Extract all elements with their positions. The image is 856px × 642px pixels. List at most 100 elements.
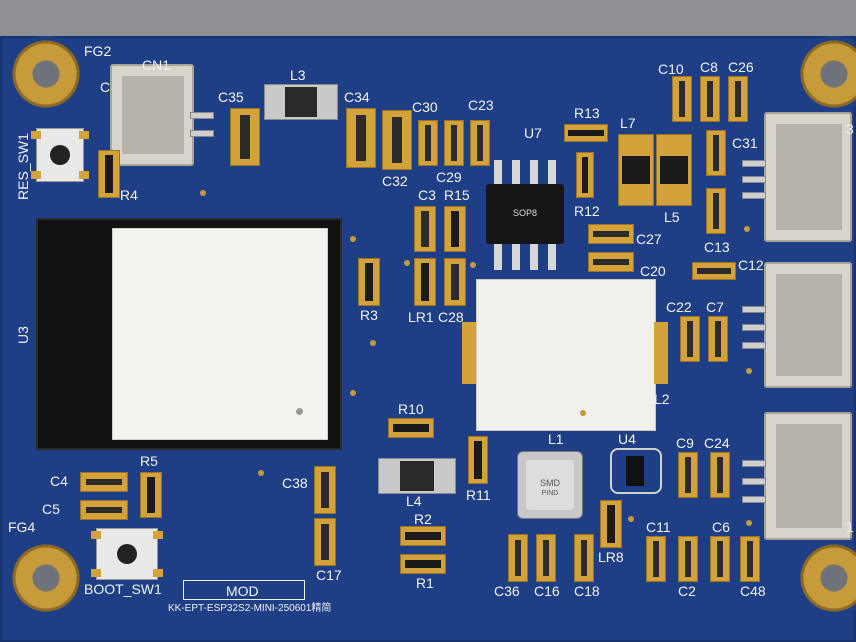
capacitor-c12: [692, 262, 736, 280]
mounting-hole-bottom-left: [8, 540, 84, 616]
capacitor-c4: [80, 472, 128, 492]
chip-lead: [512, 160, 520, 184]
label-fg4: FG4: [8, 519, 36, 535]
label-l5: L5: [664, 209, 680, 225]
via: [470, 262, 476, 268]
label-c6: C6: [712, 519, 730, 535]
label-c7: C7: [706, 299, 724, 315]
label-c3: C3: [418, 187, 436, 203]
label-r2: R2: [414, 511, 432, 527]
mounting-hole-top-left: [8, 36, 84, 112]
via: [350, 390, 356, 396]
label-u4: U4: [618, 431, 636, 447]
label-c26: C26: [728, 59, 754, 75]
via: [370, 340, 376, 346]
via: [258, 470, 264, 476]
capacitor-c27: [588, 224, 634, 244]
capacitor-c29: [444, 120, 464, 166]
label-c10: C10: [658, 61, 684, 77]
label-c48: C48: [740, 583, 766, 599]
label-c16: C16: [534, 583, 560, 599]
label-c23: C23: [468, 97, 494, 113]
capacitor-c7: [708, 316, 728, 362]
label-c2: C2: [678, 583, 696, 599]
label-c8: C8: [700, 59, 718, 75]
label-l2: L2: [654, 391, 670, 407]
capacitor-c38: [314, 466, 336, 514]
connector-right-1: [764, 112, 852, 242]
chip-u4: [610, 448, 662, 494]
connector-right-2: [764, 262, 852, 388]
capacitor-c3: [414, 206, 436, 252]
capacitor-c18: [574, 534, 594, 582]
label-boot-sw1: BOOT_SW1: [84, 581, 162, 597]
connector-pin: [742, 306, 766, 313]
capacitor-c8: [700, 76, 720, 122]
label-c27: C27: [636, 231, 662, 247]
connector-pin: [742, 324, 766, 331]
connector-pin: [742, 342, 766, 349]
label-c20: C20: [640, 263, 666, 279]
label-c24: C24: [704, 435, 730, 451]
via: [200, 190, 206, 196]
via: [746, 368, 752, 374]
mounting-hole-top-right: [796, 36, 856, 112]
inductor-text: SMD: [540, 478, 560, 488]
resistor-r2: [400, 526, 446, 546]
label-c18: C18: [574, 583, 600, 599]
label-c4: C4: [50, 473, 68, 489]
resistor-r10: [388, 418, 434, 438]
connector-cn1: [110, 64, 194, 166]
label-u7: U7: [524, 125, 542, 141]
label-c30: C30: [412, 99, 438, 115]
capacitor-c28: [444, 258, 466, 306]
label-r11: R11: [466, 487, 491, 503]
label-lr8: LR8: [598, 549, 624, 565]
capacitor-c26: [728, 76, 748, 122]
connector-pin: [742, 478, 766, 485]
label-r5: R5: [140, 453, 158, 469]
resistor-r1: [400, 554, 446, 574]
chip-lead: [512, 244, 520, 270]
shield-pad-left: [462, 322, 476, 384]
chip-lead: [548, 244, 556, 270]
capacitor-c5: [80, 500, 128, 520]
chip-lead: [548, 160, 556, 184]
via: [628, 516, 634, 522]
capacitor-c32: [382, 110, 412, 170]
via: [580, 410, 586, 416]
label-edge-3: 3: [846, 121, 854, 137]
inductor-l3: [264, 84, 338, 120]
connector-right-3: [764, 412, 852, 540]
label-c12: C12: [738, 257, 764, 273]
shield-pad-right: [654, 322, 668, 384]
label-c31: C31: [732, 135, 758, 151]
capacitor-c22: [680, 316, 700, 362]
label-c-partial: C: [100, 79, 111, 95]
label-l1: L1: [548, 431, 564, 447]
capacitor-c10: [672, 76, 692, 122]
capacitor-c20: [588, 252, 634, 272]
label-cn1: CN1: [142, 57, 171, 73]
capacitor-c35: [230, 108, 260, 166]
reset-switch: [31, 128, 89, 182]
cn1-pin: [190, 130, 214, 137]
mod-box: [183, 580, 305, 600]
chip-u7-sop8: SOP8: [486, 184, 564, 244]
capacitor-c13: [706, 188, 726, 234]
via: [404, 260, 410, 266]
cn1-pin: [190, 112, 214, 119]
chip-label: SOP8: [512, 208, 537, 218]
resistor-lr8: [600, 500, 622, 548]
label-l4: L4: [406, 493, 422, 509]
boot-switch: [91, 528, 163, 580]
connector-pin: [742, 176, 766, 183]
capacitor-c48: [740, 536, 760, 582]
label-r12: R12: [574, 203, 600, 219]
inductor-subtext: PIND: [541, 490, 559, 497]
capacitor-c34: [346, 108, 376, 168]
center-shield: [476, 279, 656, 431]
label-lr1: LR1: [408, 309, 434, 325]
capacitor-c23: [470, 120, 490, 166]
label-c22: C22: [666, 299, 692, 315]
